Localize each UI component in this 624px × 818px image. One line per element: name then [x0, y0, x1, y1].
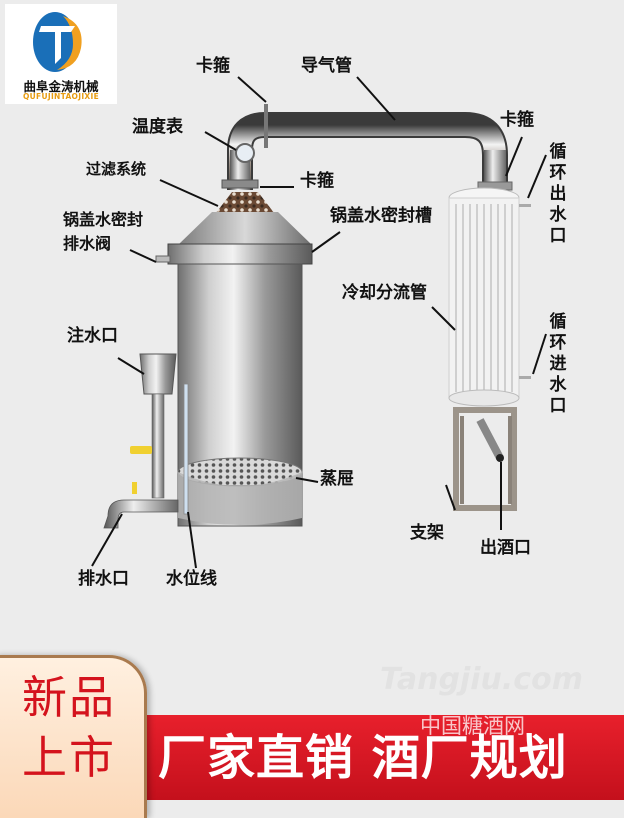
product-diagram: 曲阜金涛机械 QUFUJINTAOJIXIE 卡箍 导气管 温度表 过滤系统 卡…	[0, 4, 624, 818]
label-clamp-top: 卡箍	[196, 56, 230, 76]
distiller-illustration	[91, 76, 547, 569]
label-water-level: 水位线	[166, 569, 217, 589]
label-circulation-in: 循 环 进 水 口	[549, 312, 567, 416]
watermark-brand: Tangjiu.com	[380, 662, 583, 697]
label-lid-drain-valve-2: 排水阀	[63, 234, 112, 253]
label-cooling-pipe: 冷却分流管	[342, 283, 427, 303]
label-clamp-right: 卡箍	[500, 110, 534, 130]
label-stand: 支架	[410, 523, 444, 543]
label-vapor-pipe: 导气管	[301, 56, 352, 76]
company-logo: 曲阜金涛机械 QUFUJINTAOJIXIE	[5, 4, 117, 104]
promo-banner	[120, 715, 624, 800]
logo-mark-icon	[33, 12, 82, 72]
label-water-inlet: 注水口	[67, 326, 118, 346]
label-lid-seal-groove: 锅盖水密封槽	[330, 206, 432, 226]
logo-company-cn: 曲阜金涛机械	[23, 79, 99, 94]
label-thermometer: 温度表	[132, 117, 183, 137]
label-liquor-outlet: 出酒口	[480, 538, 531, 558]
logo-company-en: QUFUJINTAOJIXIE	[22, 92, 100, 101]
promo-slogan: 厂家直销 酒厂规划	[158, 730, 568, 786]
label-filter-system: 过滤系统	[86, 160, 147, 178]
label-clamp-mid: 卡箍	[300, 171, 334, 191]
badge-text: 新品 上市	[22, 671, 117, 784]
new-product-badge	[0, 655, 147, 818]
label-lid-drain-valve-1: 锅盖水密封	[63, 210, 144, 229]
label-drain-outlet: 排水口	[78, 569, 129, 589]
watermark-site-cn: 中国糖酒网	[420, 714, 525, 738]
label-steamer-grate: 蒸屉	[320, 469, 354, 489]
label-circulation-out: 循 环 出 水 口	[549, 142, 567, 246]
